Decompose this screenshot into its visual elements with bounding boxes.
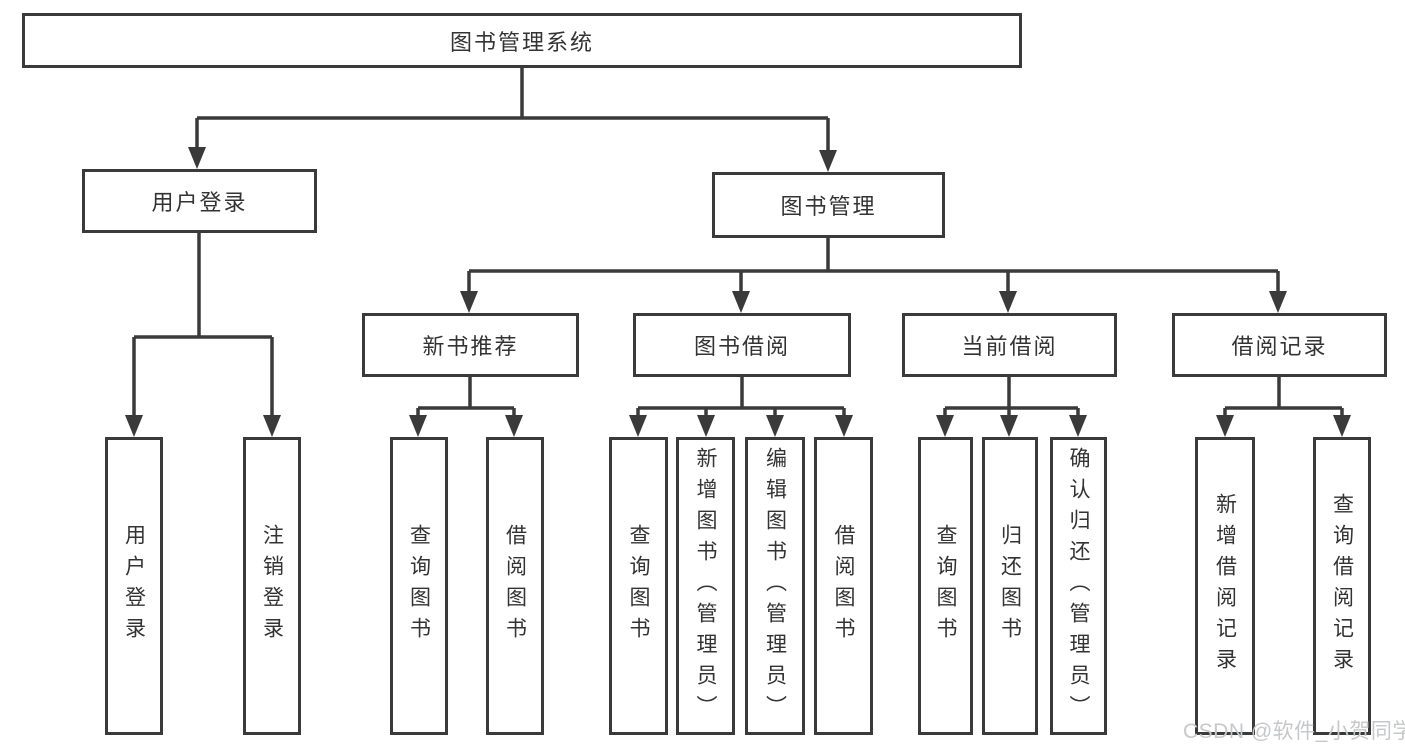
node-label: 图书管理系统	[449, 29, 594, 55]
node-label: 查询图书	[627, 524, 650, 648]
node-label: 确认归还（管理员）	[1067, 446, 1090, 726]
node-borrow-records: 借阅记录	[1172, 313, 1387, 377]
node-label: 图书管理	[780, 194, 877, 219]
leaf-edit-books-admin: 编辑图书（管理员）	[745, 437, 805, 735]
csdn-watermark: CSDN @软件_小贺同学	[1183, 720, 1405, 743]
node-label: 编辑图书（管理员）	[763, 446, 787, 726]
leaf-query-books-recommend: 查询图书	[390, 437, 448, 735]
node-label: 新增借阅记录	[1213, 493, 1237, 679]
node-label: 查询借阅记录	[1330, 493, 1354, 679]
leaf-confirm-return-admin: 确认归还（管理员）	[1050, 437, 1107, 735]
node-label: 借阅记录	[1231, 334, 1328, 359]
node-label: 用户登录	[122, 524, 146, 648]
leaf-borrow-books: 借阅图书	[814, 437, 873, 735]
leaf-user-login: 用户登录	[105, 437, 163, 735]
node-label: 当前借阅	[961, 334, 1058, 359]
leaf-logout: 注销登录	[243, 437, 301, 735]
leaf-query-books-current: 查询图书	[918, 437, 973, 735]
node-label: 查询图书	[934, 524, 957, 648]
node-label: 查询图书	[407, 524, 431, 648]
node-book-management: 图书管理	[712, 172, 945, 238]
node-label: 借阅图书	[832, 524, 855, 648]
node-label: 用户登录	[151, 190, 248, 215]
leaf-add-borrow-record: 新增借阅记录	[1195, 437, 1255, 735]
leaf-borrow-books-recommend: 借阅图书	[486, 437, 544, 735]
node-label: 借阅图书	[503, 524, 527, 648]
node-label: 图书借阅	[693, 334, 790, 359]
leaf-query-books-borrow: 查询图书	[609, 437, 668, 735]
node-library-management-system: 图书管理系统	[22, 13, 1022, 68]
leaf-query-borrow-record: 查询借阅记录	[1313, 437, 1371, 735]
node-label: 新书推荐	[422, 334, 519, 359]
node-label: 注销登录	[260, 524, 284, 648]
leaf-add-books-admin: 新增图书（管理员）	[676, 437, 735, 735]
node-book-borrow: 图书借阅	[633, 313, 851, 377]
leaf-return-books: 归还图书	[982, 437, 1038, 735]
node-label: 归还图书	[998, 524, 1022, 648]
node-current-borrow: 当前借阅	[902, 313, 1117, 377]
node-user-login: 用户登录	[82, 169, 317, 233]
node-label: 新增图书（管理员）	[694, 446, 717, 726]
node-new-book-recommend: 新书推荐	[362, 313, 579, 377]
